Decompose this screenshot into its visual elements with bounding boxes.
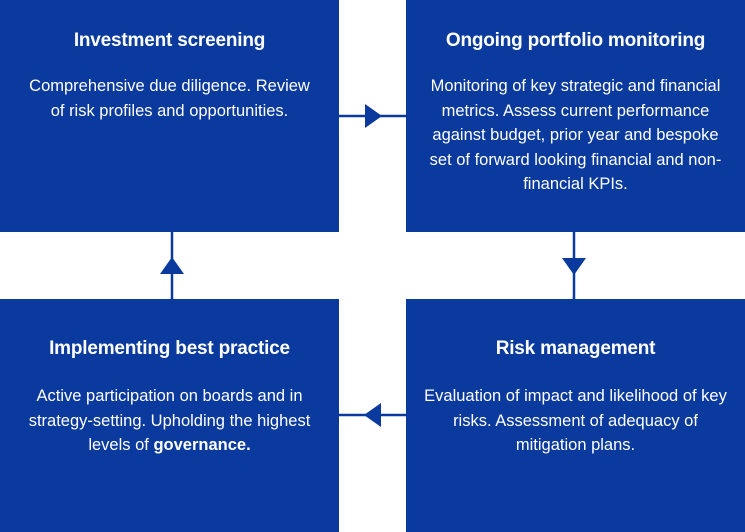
- best-practice-body-text: Active participation on boards and in st…: [28, 387, 311, 454]
- risk-management-title: Risk management: [495, 338, 656, 359]
- box-ongoing-portfolio-monitoring: Ongoing portfolio monitoring Monitoring …: [406, 0, 745, 232]
- investment-screening-body: Comprehensive due diligence. Review of r…: [29, 77, 310, 120]
- risk-management-body: Evaluation of impact and likelihood of k…: [424, 387, 727, 454]
- arrow-left-connector: [339, 403, 406, 427]
- box-risk-management: Risk management Evaluation of impact and…: [406, 299, 745, 532]
- box-implementing-best-practice: Implementing best practice Active partic…: [0, 299, 339, 532]
- portfolio-monitoring-title: Ongoing portfolio monitoring: [445, 30, 706, 51]
- governance-emphasis: governance.: [153, 436, 251, 454]
- best-practice-body: Active participation on boards and in st…: [22, 384, 317, 458]
- portfolio-monitoring-body: Monitoring of key strategic and financia…: [429, 77, 722, 193]
- arrow-right-connector: [339, 104, 406, 128]
- arrow-up-connector: [160, 232, 184, 299]
- arrow-down-connector: [562, 232, 586, 299]
- best-practice-title: Implementing best practice: [49, 338, 290, 359]
- box-investment-screening: Investment screening Comprehensive due d…: [0, 0, 339, 232]
- investment-screening-title: Investment screening: [73, 30, 266, 51]
